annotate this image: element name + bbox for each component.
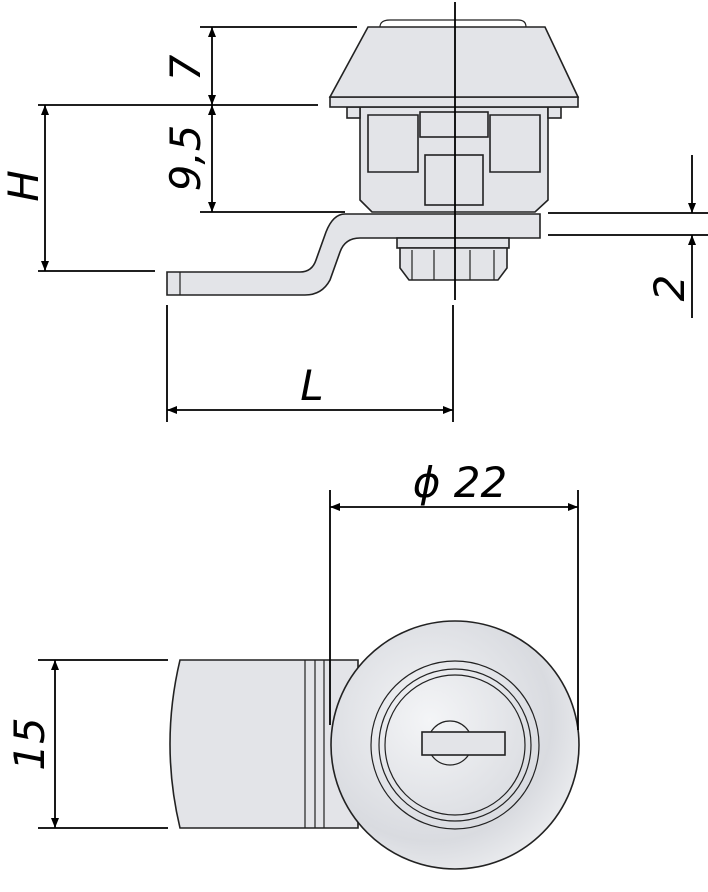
cap [328,26,580,98]
label-diameter: ϕ 22 [413,458,508,507]
label-l: L [300,361,323,410]
side-view: 7 9,5 H 2 L [0,2,708,422]
front-view: ϕ 22 15 [5,458,580,870]
label-h: H [0,170,48,202]
label-15: 15 [5,717,54,770]
label-2: 2 [645,275,694,302]
label-9-5: 9,5 [161,125,210,192]
key-slot [421,731,506,756]
cam-front [169,659,359,829]
cam-plate [166,213,541,296]
label-7: 7 [161,54,210,81]
nut [396,237,510,249]
cap-flange [329,96,579,108]
